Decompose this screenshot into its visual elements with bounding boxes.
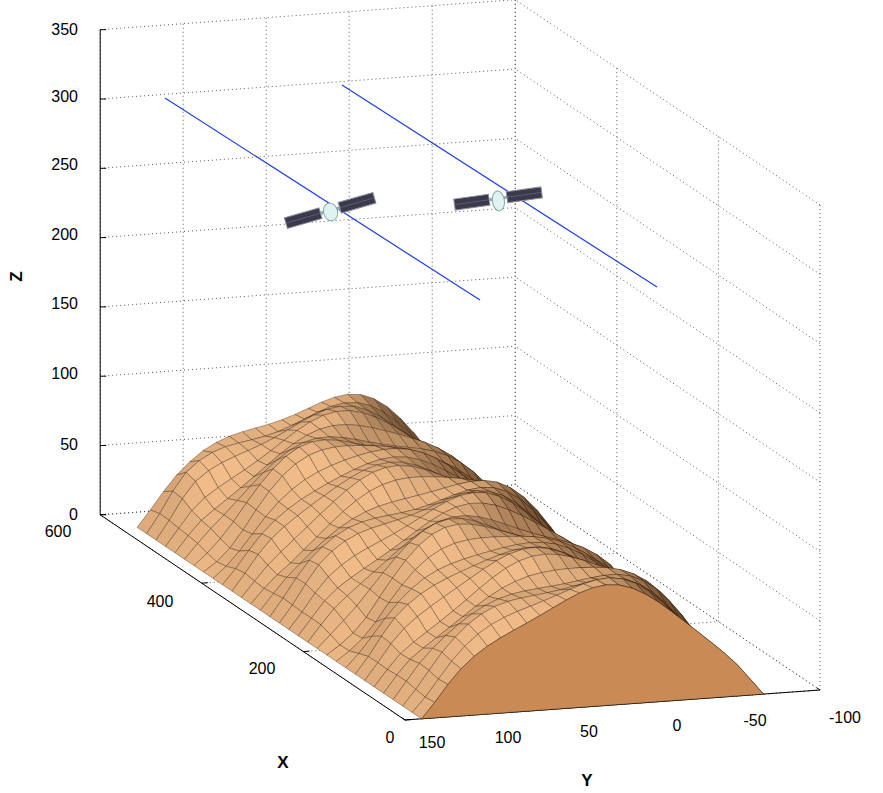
tick-label: 300 <box>51 89 78 105</box>
grid-line <box>515 277 820 482</box>
grid-lines <box>100 0 820 720</box>
axis-line <box>405 719 411 721</box>
satellite-icon <box>284 191 377 234</box>
tick-label: 100 <box>495 730 522 746</box>
grid-line <box>100 208 515 238</box>
grid-line <box>820 205 821 690</box>
tick-label: 150 <box>419 735 446 751</box>
axis-title: Z <box>7 271 24 281</box>
terrain-end <box>422 585 764 719</box>
orbit-line <box>342 85 657 287</box>
tick-label: 150 <box>51 296 78 312</box>
axis-line <box>100 306 106 307</box>
grid-line <box>100 346 515 376</box>
grid-line <box>100 30 101 515</box>
tick-label: 600 <box>45 524 72 540</box>
axis-line <box>303 651 309 653</box>
grid-line <box>515 0 820 205</box>
grid-line <box>100 0 515 30</box>
axis-line <box>100 237 106 238</box>
grid-line <box>515 416 820 621</box>
tick-label: 250 <box>51 157 78 173</box>
axis-line <box>100 29 106 30</box>
grid-line <box>515 0 516 485</box>
axis-line <box>100 514 106 515</box>
grid-line <box>616 68 617 553</box>
axis-line <box>100 30 101 515</box>
tick-label: 50 <box>60 437 78 453</box>
grid-line <box>515 138 820 343</box>
satellite-icon <box>453 185 543 217</box>
grid-line <box>100 416 515 446</box>
tick-label: 0 <box>386 730 395 746</box>
axis-lines <box>100 30 820 720</box>
grid-line <box>100 515 405 720</box>
axis-line <box>100 168 106 169</box>
axis-line <box>100 99 106 100</box>
tick-label: 100 <box>51 366 78 382</box>
tick-label: 200 <box>51 227 78 243</box>
axis-line <box>402 718 405 720</box>
grid-line <box>515 208 820 413</box>
grid-line <box>100 69 515 99</box>
orbit-line <box>165 98 480 300</box>
tick-label: -100 <box>829 710 861 726</box>
terrain-surface <box>137 394 763 719</box>
tick-label: 350 <box>51 22 78 38</box>
tick-label: 400 <box>147 594 174 610</box>
tick-label: 50 <box>580 724 598 740</box>
tick-label: -50 <box>743 713 766 729</box>
grid-line <box>515 346 820 551</box>
axis-title: X <box>277 754 288 771</box>
axis-line <box>817 688 820 690</box>
grid-line <box>515 0 516 485</box>
grid-line <box>100 277 515 307</box>
grid-line <box>515 69 820 274</box>
axis-line <box>100 514 106 516</box>
grid-line <box>183 509 488 714</box>
tick-label: 0 <box>69 507 78 523</box>
axis-line <box>100 445 106 446</box>
axis-line <box>202 582 208 584</box>
axis-line <box>100 515 405 720</box>
axis-line <box>100 376 106 377</box>
grid-line <box>432 6 433 491</box>
grid-line <box>100 138 515 168</box>
axis-title: Y <box>581 772 592 789</box>
terrain-facet <box>331 403 354 407</box>
tick-label: 0 <box>673 718 682 734</box>
grid-line <box>183 24 184 509</box>
tick-label: 200 <box>249 661 276 677</box>
grid-line <box>718 137 719 622</box>
